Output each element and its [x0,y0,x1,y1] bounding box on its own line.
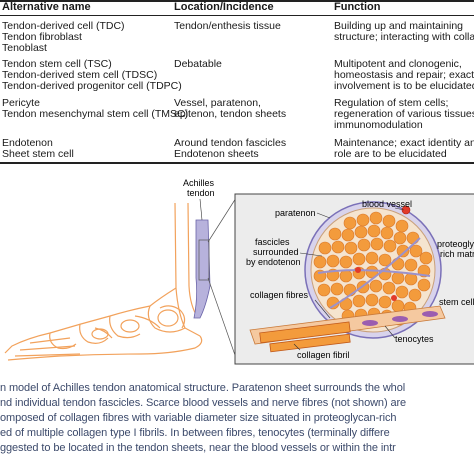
table-row: Pericyte Tendon mesenchymal stem cell (T… [2,97,189,121]
label-blood-vessel: blood vessel [362,199,412,209]
table-cell: Building up and maintaining [334,20,464,32]
pointer-line [316,212,331,219]
table-row: Tendon-derived cell (TDC) Tendon fibrobl… [2,20,125,55]
table-cell: Tendon fibroblast [2,31,82,44]
caption-line: nd individual tendon fascicles. Scarce b… [0,397,407,409]
pointer-line [293,343,301,351]
zoom-connector [207,277,237,359]
table-cell: Maintenance; exact identity an [334,137,474,149]
table-header-rule [0,15,474,16]
table-cell: Pericyte [2,97,40,109]
table-cell: homeostasis and repair; exact [334,69,474,82]
zoom-box [198,239,210,281]
caption-line: ggested to be located in the tendon shee… [0,442,396,454]
label-proteoglycan-1: proteoglycan- [437,239,474,249]
table-row: Endotenon Sheet stem cell [2,137,74,161]
caption-line: omposed of collagen fibres with variable… [0,412,397,424]
label-fascicles-1: fascicles [255,237,290,247]
pointer-line [384,325,396,339]
achilles-tendon-shape [193,219,211,319]
table-cell: Tendon-derived stem cell (TDSC) [2,69,158,82]
header-function: Function [334,1,381,13]
blood-vessel-icon [391,295,397,301]
table-cell: structure; interacting with colla [334,31,474,44]
label-collagen-fibres: collagen fibres [250,290,309,300]
label-proteoglycan-2: rich matr [440,249,474,259]
cell-type-table: Alternative name Location/Incidence Func… [0,0,474,178]
label-tenocytes: tenocytes [395,334,434,344]
table-cell: immunomodulation [334,119,423,132]
label-fascicles-2: surrounded [253,247,299,257]
table-cell: Vessel, paratenon, [174,97,261,109]
label-fascicles-3: by endotenon [246,257,301,267]
blood-vessel-icon [401,205,411,215]
figure-caption: n model of Achilles tendon anatomical st… [0,382,474,474]
endotenon-septum [317,269,431,277]
table-cell: regeneration of various tissues; [334,108,474,121]
table-cell: Regulation of stem cells; regeneration o… [334,97,474,132]
header-location: Location/Incidence [174,1,274,13]
table-top-rule [0,0,474,2]
table-cell: Tendon mesenchymal stem cell (TMSC) [2,108,189,121]
table-cell: Around tendon fascicles Endotenon sheets [174,137,287,161]
table-bottom-rule [0,162,474,164]
tenocyte-icon [392,316,408,322]
table-cell: Maintenance; exact identity an role are … [334,137,474,161]
table-cell: Tendon-derived cell (TDC) [2,20,125,32]
tendon-anatomy-figure: Achilles tendon pa [4,178,474,365]
table-cell: Sheet stem cell [2,148,74,161]
table-cell: Tendon stem cell (TSC) [2,58,112,70]
tenocyte-icon [422,311,438,317]
pointer-line [299,252,323,257]
foot-skeleton-illustration [4,202,203,361]
label-paratenon: paratenon [275,208,316,218]
table-cell: Around tendon fascicles [174,137,287,149]
table-cell: Multipotent and clonogenic, [334,58,462,70]
endotenon-septum [329,237,421,309]
blood-vessel-icon [355,267,361,273]
label-collagen-fibril: collagen fibril [297,350,350,360]
zoom-connector [207,197,237,243]
table-cell: epitenon, tendon sheets [174,108,287,121]
collagen-fibre-strand [249,305,446,353]
caption-line: ed of multiple collagen type I fibrils. … [0,427,390,439]
label-stem-cell: stem cell [439,297,474,307]
table-row: Tendon stem cell (TSC) Tendon-derived st… [2,58,182,93]
tenocyte-icon [362,320,378,326]
table-cell: Tenoblast [2,42,47,55]
achilles-label-line2: tendon [187,188,215,198]
table-cell: Endotenon [2,137,53,149]
table-cell: Regulation of stem cells; [334,97,449,109]
table-cell: Vessel, paratenon, epitenon, tendon shee… [174,97,287,121]
table-cell: role are to be elucidated [334,148,447,161]
table-cell: Tendon/enthesis tissue [174,20,281,32]
achilles-pointer [199,198,203,221]
table-cell: Tendon-derived progenitor cell (TDPC) [2,80,182,93]
header-alternative-name: Alternative name [2,1,91,13]
achilles-label-line1: Achilles [183,178,215,188]
table-cell: Multipotent and clonogenic, homeostasis … [334,58,474,93]
pointer-line [394,207,405,211]
pointer-line [314,299,331,319]
table-cell: Building up and maintaining structure; i… [334,20,474,44]
tendon-cross-section [304,201,442,339]
caption-line: n model of Achilles tendon anatomical st… [0,382,406,394]
table-cell: involvement is to be elucidated [334,80,474,93]
table-cell: Endotenon sheets [174,148,259,161]
table-cell: Debatable [174,58,222,70]
